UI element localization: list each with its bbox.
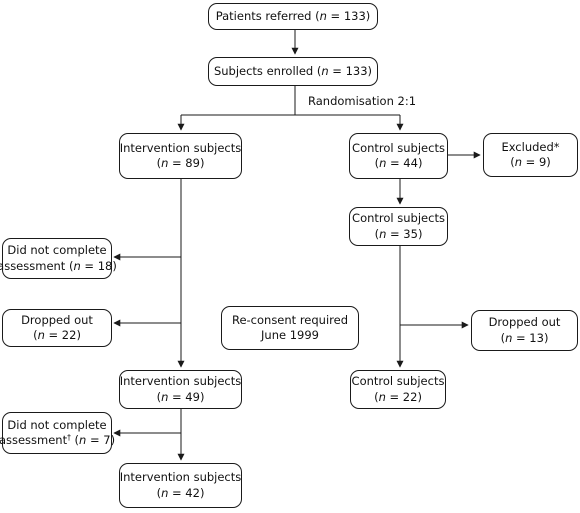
- did-not-complete-18-box: Did not complete assessment (n = 18): [0, 238, 117, 279]
- intervention-subjects-89-box: Intervention subjects (n = 89): [119, 133, 242, 179]
- control-subjects-22-box: Control subjects (n = 22): [350, 370, 446, 409]
- dropped-out-13-box: Dropped out (n = 13): [471, 310, 578, 351]
- patients-referred-box: Patients referred (n = 133): [208, 3, 378, 30]
- reconsent-required-box: Re-consent required June 1999: [221, 306, 359, 350]
- intervention-subjects-42-box: Intervention subjects (n = 42): [119, 463, 242, 508]
- control-subjects-44-box: Control subjects (n = 44): [349, 133, 448, 179]
- dagger-footnote-mark: †: [67, 433, 71, 442]
- randomisation-label: Randomisation 2:1: [308, 94, 417, 108]
- excluded-box: Excluded* (n = 9): [483, 133, 578, 177]
- intervention-subjects-49-box: Intervention subjects (n = 49): [119, 370, 242, 409]
- dropped-out-22-box: Dropped out (n = 22): [2, 309, 112, 347]
- control-subjects-35-box: Control subjects (n = 35): [349, 207, 448, 246]
- subjects-enrolled-box: Subjects enrolled (n = 133): [208, 57, 378, 86]
- did-not-complete-7-box: Did not complete assessment† (n = 7): [0, 412, 115, 454]
